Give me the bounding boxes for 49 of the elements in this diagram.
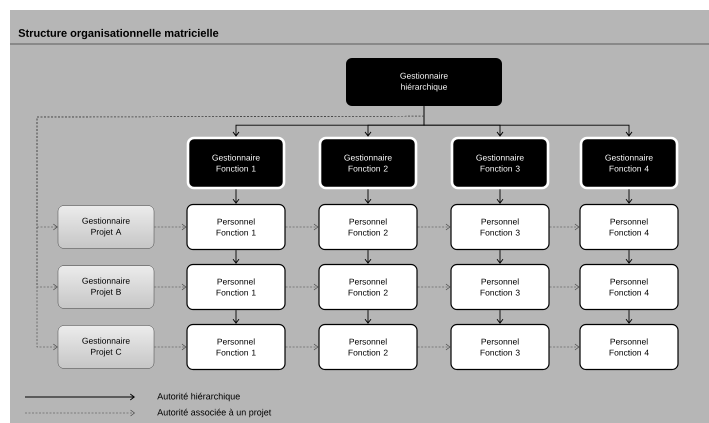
manager-box: Gestionnaire Fonction 4 — [580, 136, 678, 190]
staff-box: Personnel Fonction 1 — [186, 204, 286, 250]
project-manager-box: Gestionnaire Projet C — [58, 325, 154, 369]
staff-box: Personnel Fonction 4 — [579, 324, 679, 370]
arrow — [424, 106, 632, 137]
staff-box: Personnel Fonction 3 — [450, 324, 550, 370]
arrow — [626, 250, 632, 264]
arrow — [417, 284, 450, 290]
arrow — [154, 284, 186, 290]
title: Structure organisationnelle matricielle — [18, 28, 218, 40]
staff-box: Personnel Fonction 4 — [579, 264, 679, 310]
legend-text: Autorité hiérarchique — [157, 392, 240, 402]
arrow — [496, 310, 504, 324]
legend-text: Autorité associée à un projet — [157, 408, 272, 418]
arrow — [232, 250, 240, 264]
arrow — [232, 188, 240, 204]
project-manager-box: Gestionnaire Projet A — [58, 205, 154, 249]
arrow — [417, 224, 450, 230]
manager-box: Gestionnaire hiérarchique — [346, 58, 502, 106]
arrow — [285, 284, 318, 290]
staff-box: Personnel Fonction 2 — [318, 324, 418, 370]
arrow — [364, 250, 372, 264]
staff-box: Personnel Fonction 2 — [318, 264, 418, 310]
staff-box: Personnel Fonction 2 — [318, 204, 418, 250]
arrow — [549, 344, 580, 350]
arrow — [285, 344, 318, 350]
arrow — [364, 310, 372, 324]
arrow — [626, 310, 632, 324]
arrow — [626, 188, 632, 204]
arrow — [364, 188, 372, 204]
manager-box: Gestionnaire Fonction 2 — [318, 136, 418, 190]
arrow — [285, 224, 318, 230]
arrow — [496, 188, 504, 204]
staff-box: Personnel Fonction 1 — [186, 264, 286, 310]
arrow — [417, 344, 450, 350]
arrow — [549, 284, 580, 290]
manager-box: Gestionnaire Fonction 1 — [186, 136, 286, 190]
staff-box: Personnel Fonction 1 — [186, 324, 286, 370]
staff-box: Personnel Fonction 4 — [579, 204, 679, 250]
arrow — [154, 344, 186, 350]
arrow — [36, 116, 424, 350]
arrow — [549, 224, 580, 230]
arrow — [154, 224, 186, 230]
staff-box: Personnel Fonction 3 — [450, 264, 550, 310]
project-manager-box: Gestionnaire Projet B — [58, 265, 154, 309]
arrow — [232, 310, 240, 324]
manager-box: Gestionnaire Fonction 3 — [450, 136, 550, 190]
arrow — [496, 250, 504, 264]
staff-box: Personnel Fonction 3 — [450, 204, 550, 250]
